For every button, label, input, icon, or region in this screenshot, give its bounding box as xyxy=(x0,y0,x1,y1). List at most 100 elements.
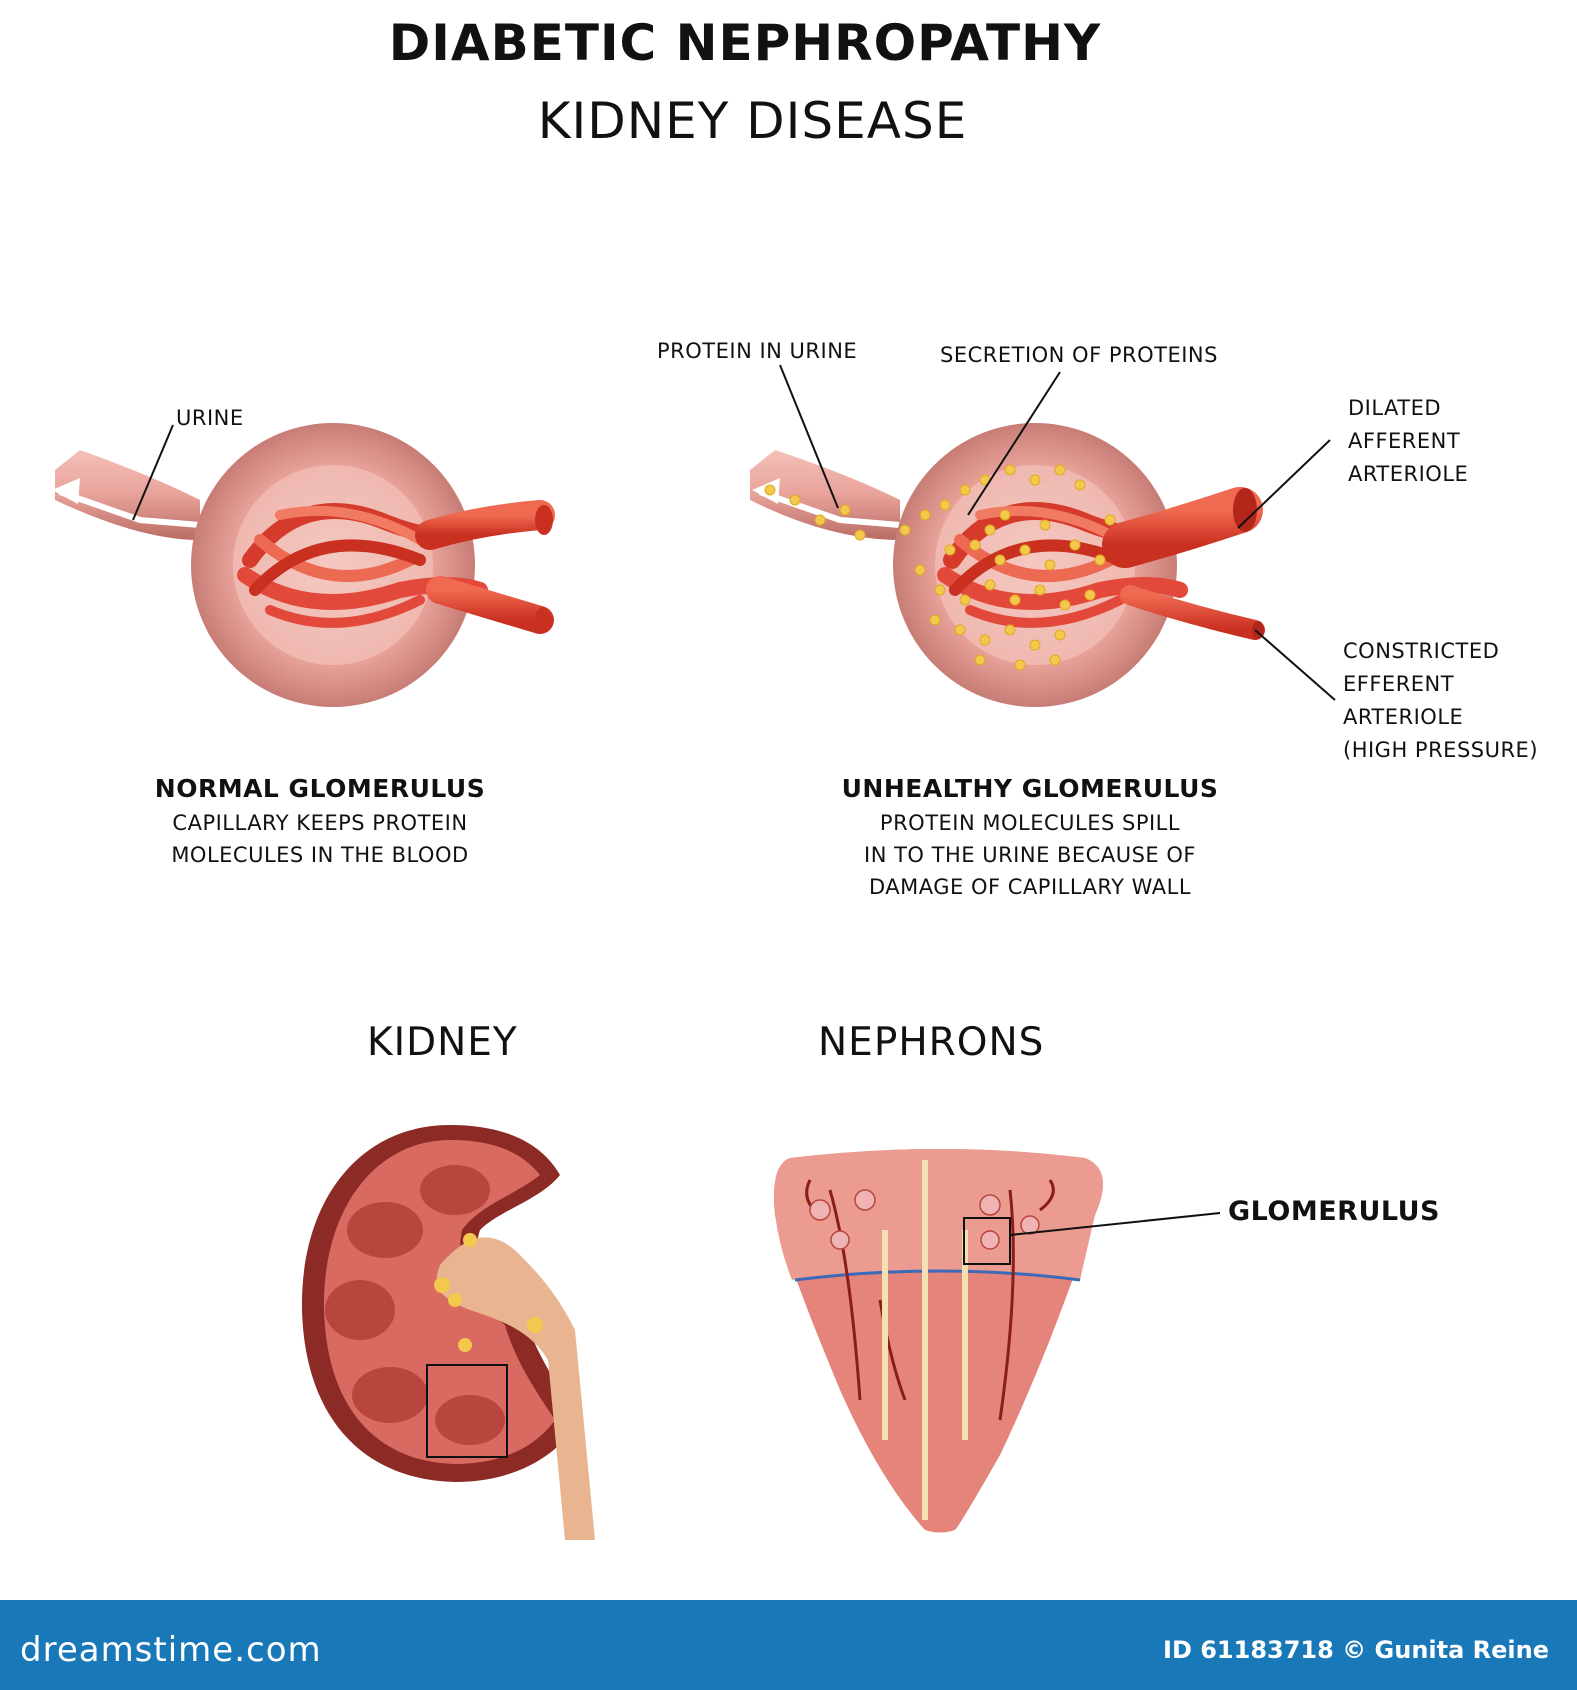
protein-dot xyxy=(1094,554,1106,566)
page-subtitle: KIDNEY DISEASE xyxy=(537,92,968,150)
nephron-cortex xyxy=(774,1149,1103,1280)
protein-dot xyxy=(1104,514,1116,526)
protein-dot xyxy=(1074,479,1086,491)
protein-dot xyxy=(979,634,991,646)
protein-dot xyxy=(1014,659,1026,671)
label-line: DILATED xyxy=(1348,396,1442,420)
protein-dot xyxy=(1069,539,1081,551)
kidney-illustration xyxy=(301,1125,595,1540)
footer-logo[interactable]: dreamstime.com xyxy=(20,1630,322,1670)
protein-dot xyxy=(1054,464,1066,476)
protein-dot xyxy=(974,654,986,666)
normal-urine-tube xyxy=(55,450,200,540)
label-glomerulus: GLOMERULUS xyxy=(1228,1196,1440,1227)
caption-line: IN TO THE URINE BECAUSE OF xyxy=(864,843,1196,867)
kidney-zoom-box xyxy=(426,1364,508,1458)
normal-glomerulus-caption: NORMAL GLOMERULUS CAPILLARY KEEPS PROTEI… xyxy=(100,774,540,871)
glomerulus-pointer xyxy=(1009,1212,1221,1236)
nephron-vessels xyxy=(805,1179,1055,1421)
label-urine: URINE xyxy=(176,406,244,430)
caption-line: DAMAGE OF CAPILLARY WALL xyxy=(868,875,1192,899)
normal-capillary-tuft xyxy=(237,503,488,628)
label-line: CONSTRICTED xyxy=(1343,639,1500,663)
protein-dot xyxy=(1059,599,1071,611)
protein-dot xyxy=(1019,544,1031,556)
protein-in-urine-pointer xyxy=(779,364,839,509)
normal-urine-arrow xyxy=(59,489,201,528)
caption-line: MOLECULES IN THE BLOOD xyxy=(171,843,469,867)
kidney-section-title: KIDNEY xyxy=(367,1020,518,1065)
protein-dot xyxy=(1044,559,1056,571)
secretion-pointer xyxy=(967,371,1061,516)
protein-dot xyxy=(1029,474,1041,486)
nephrons-illustration xyxy=(774,1149,1221,1533)
protein-dot xyxy=(1049,654,1061,666)
protein-dot xyxy=(789,494,801,506)
label-line: ARTERIOLE xyxy=(1348,462,1469,486)
protein-dot xyxy=(1034,584,1046,596)
unhealthy-glomerulus-illustration xyxy=(750,364,1336,707)
unhealthy-glomerulus-caption: UNHEALTHY GLOMERULUS PROTEIN MOLECULES S… xyxy=(800,774,1260,903)
protein-molecules xyxy=(764,464,1116,671)
caption-line: CAPILLARY KEEPS PROTEIN xyxy=(172,811,468,835)
protein-dot xyxy=(999,509,1011,521)
footer-bar xyxy=(0,1600,1577,1690)
protein-dot xyxy=(959,594,971,606)
urine-pointer-line xyxy=(132,424,174,521)
kidney-pyramids xyxy=(325,1165,505,1445)
protein-dot xyxy=(954,624,966,636)
protein-dot xyxy=(994,554,1006,566)
label-line: ARTERIOLE xyxy=(1343,705,1464,729)
protein-dot xyxy=(814,514,826,526)
nephrons-section-title: NEPHRONS xyxy=(818,1020,1045,1065)
nephron-glomeruli xyxy=(809,1189,1040,1250)
label-secretion-of-proteins: SECRETION OF PROTEINS xyxy=(940,343,1218,367)
caption-line: PROTEIN MOLECULES SPILL xyxy=(879,811,1181,835)
normal-efferent-arteriole xyxy=(426,576,554,634)
footer-credit: ID 61183718 © Gunita Reine xyxy=(1163,1636,1549,1664)
label-line: EFFERENT xyxy=(1343,672,1455,696)
normal-urine-arrowhead xyxy=(52,478,80,504)
page-title: DIABETIC NEPHROPATHY xyxy=(388,14,1102,72)
protein-dot xyxy=(919,509,931,521)
protein-dot xyxy=(764,484,776,496)
dilated-afferent-pointer xyxy=(1237,439,1331,529)
protein-dot xyxy=(1054,629,1066,641)
kidney-fat xyxy=(434,1233,543,1352)
protein-dot xyxy=(1039,519,1051,531)
protein-dot xyxy=(934,584,946,596)
protein-dot xyxy=(1004,624,1016,636)
protein-dot xyxy=(899,524,911,536)
protein-dot xyxy=(1084,589,1096,601)
protein-dot xyxy=(959,484,971,496)
normal-afferent-arteriole xyxy=(415,500,555,550)
kidney-pelvis-ureter xyxy=(436,1237,595,1540)
protein-dot xyxy=(1029,639,1041,651)
protein-dot xyxy=(839,504,851,516)
protein-dot xyxy=(944,544,956,556)
protein-dot xyxy=(984,579,996,591)
protein-dot xyxy=(1004,464,1016,476)
label-line: AFFERENT xyxy=(1348,429,1461,453)
protein-dot xyxy=(914,564,926,576)
protein-dot xyxy=(854,529,866,541)
dilated-afferent-arteriole xyxy=(1102,487,1263,568)
glomerulus-zoom-box xyxy=(963,1217,1011,1265)
label-line: (HIGH PRESSURE) xyxy=(1343,738,1539,762)
constricted-efferent-pointer xyxy=(1254,629,1336,701)
constricted-efferent-arteriole xyxy=(1120,585,1265,640)
normal-glomerulus-illustration xyxy=(52,423,555,707)
protein-dot xyxy=(969,539,981,551)
protein-dot xyxy=(939,499,951,511)
protein-dot xyxy=(929,614,941,626)
unhealthy-glomerulus-title: UNHEALTHY GLOMERULUS xyxy=(841,774,1219,803)
protein-dot xyxy=(984,524,996,536)
unhealthy-urine-tube xyxy=(750,450,900,540)
label-constricted-efferent-arteriole: CONSTRICTED EFFERENT ARTERIOLE (HIGH PRE… xyxy=(1343,635,1538,767)
normal-glomerulus-title: NORMAL GLOMERULUS xyxy=(154,774,486,803)
nephron-boundary xyxy=(794,1269,1081,1282)
label-dilated-afferent-arteriole: DILATED AFFERENT ARTERIOLE xyxy=(1348,392,1468,491)
protein-dot xyxy=(1009,594,1021,606)
label-protein-in-urine: PROTEIN IN URINE xyxy=(657,339,858,363)
